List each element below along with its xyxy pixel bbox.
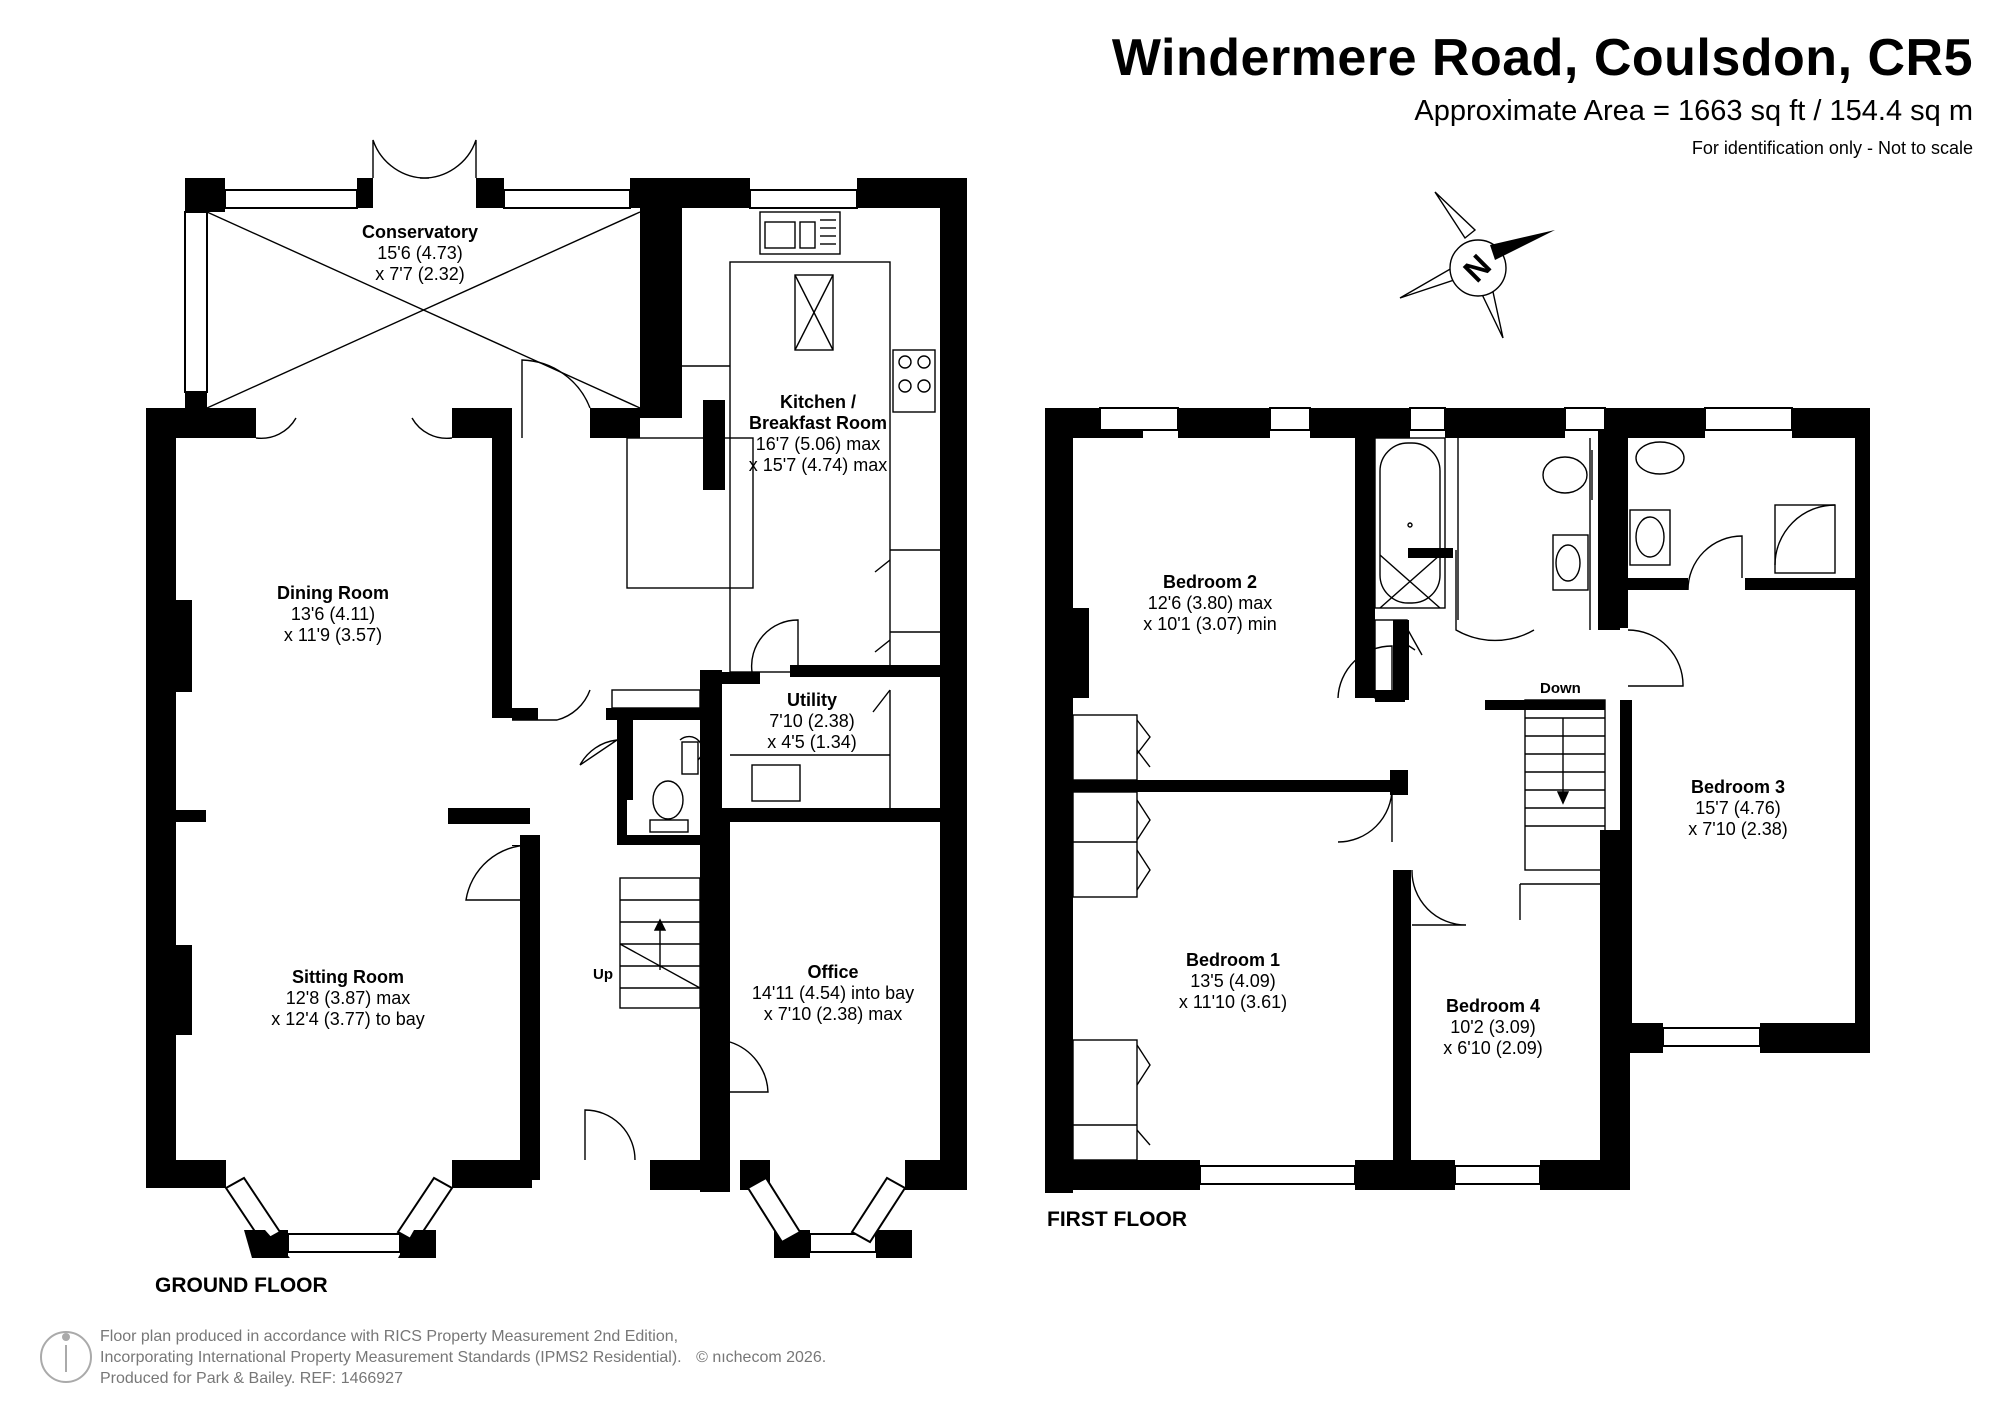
footer-copyright: © nıchecom 2026. (696, 1349, 827, 1366)
room-conservatory: Conservatory 15'6 (4.73) x 7'7 (2.32) (361, 222, 479, 284)
stairs-down-label: Down (1540, 680, 1581, 697)
room-bedroom-2: Bedroom 2 12'6 (3.80) max x 10'1 (3.07) … (1143, 572, 1277, 634)
ground-floor-label: GROUND FLOOR (155, 1274, 328, 1297)
room-kitchen: Kitchen / Breakfast Room 16'7 (5.06) max… (748, 392, 888, 475)
room-utility: Utility 7'10 (2.38) x 4'5 (1.34) (767, 690, 857, 752)
room-dining: Dining Room 13'6 (4.11) x 11'9 (3.57) (277, 583, 389, 645)
room-office: Office 14'11 (4.54) into bay x 7'10 (2.3… (751, 962, 915, 1024)
disclaimer-note: For identification only - Not to scale (1691, 138, 1973, 158)
room-bedroom-4: Bedroom 4 10'2 (3.09) x 6'10 (2.09) (1443, 996, 1543, 1058)
footer-line-2: Incorporating International Property Mea… (100, 1349, 682, 1366)
room-bedroom-3: Bedroom 3 15'7 (4.76) x 7'10 (2.38) (1688, 777, 1788, 839)
first-floor-label: FIRST FLOOR (1047, 1208, 1187, 1231)
footer-line-3: Produced for Park & Bailey. REF: 1466927 (100, 1370, 403, 1387)
page-title: Windermere Road, Coulsdon, CR5 (1111, 29, 1973, 87)
stairs-up-label: Up (593, 966, 613, 983)
footer-line-1: Floor plan produced in accordance with R… (100, 1328, 679, 1345)
room-bedroom-1: Bedroom 1 13'5 (4.09) x 11'10 (3.61) (1178, 950, 1288, 1012)
footer: Floor plan produced in accordance with R… (100, 1326, 826, 1389)
area-summary: Approximate Area = 1663 sq ft / 154.4 sq… (1414, 95, 1973, 127)
room-sitting: Sitting Room 12'8 (3.87) max x 12'4 (3.7… (271, 967, 425, 1029)
